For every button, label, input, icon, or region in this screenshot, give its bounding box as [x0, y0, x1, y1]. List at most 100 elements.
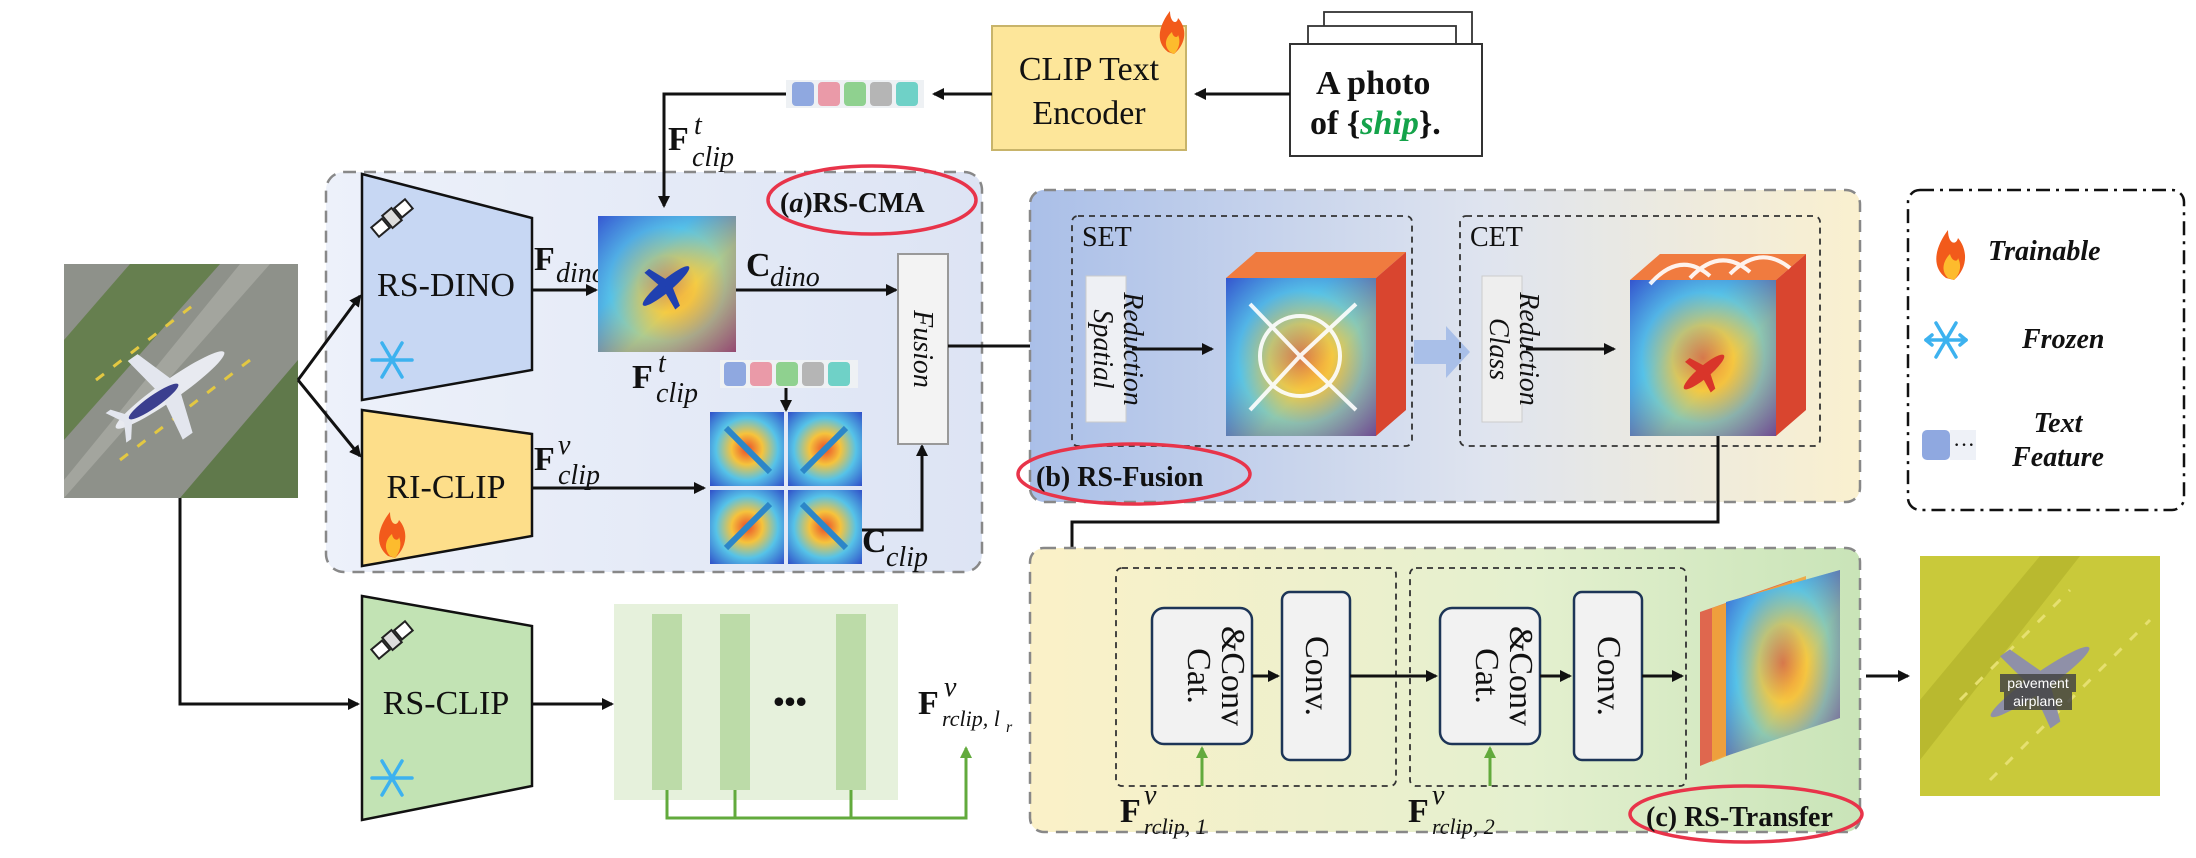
token: [724, 362, 746, 386]
f-v-rclip-2-label: F: [1408, 793, 1429, 830]
f-v-rclip-2-sup: v: [1432, 780, 1445, 811]
f-v-rclip-2-sub: rclip, 2: [1432, 814, 1495, 839]
rsclip-label: RS-CLIP: [383, 685, 510, 722]
transfer-stage-1: [1115, 567, 1397, 787]
f-dino-label: F: [534, 241, 555, 278]
f-dino-sub: dino: [556, 258, 606, 289]
f-t-clip-top-label: F: [668, 121, 689, 158]
rsclip-satellite-icon: [369, 619, 415, 661]
riclip-encoder: RI-CLIP: [360, 408, 534, 568]
prompt-line-1: A photo: [1316, 65, 1430, 102]
f-t-clip-mid-sub: clip: [656, 378, 698, 409]
rsdino-snowflake-icon: [370, 341, 414, 379]
legend-text-feature-bg: [1950, 430, 1976, 460]
text-tokens-top: [786, 80, 924, 108]
legend-text-feature-label-1: Text: [2034, 408, 2084, 439]
transfer-stage-2: [1409, 567, 1687, 787]
f-t-clip-mid-label: F: [632, 359, 653, 396]
legend-frozen-label: Frozen: [2021, 324, 2104, 355]
input-arrows: [178, 294, 362, 710]
f-t-clip-mid-sup: t: [658, 348, 667, 379]
output-tag-bg-2: [2004, 692, 2072, 710]
set-to-cet-arrow: [1414, 326, 1470, 378]
input-image: [64, 264, 298, 498]
text-prompt: A photo of {ship}.: [1289, 11, 1483, 157]
rsclip-snowflake-icon: [370, 759, 414, 797]
token: [802, 362, 824, 386]
rsdino-encoder: RS-DINO: [360, 172, 534, 402]
catconv-block-1: Cat. &Conv: [1150, 606, 1254, 746]
token: [844, 82, 866, 106]
text-path-arrows: [658, 88, 1290, 208]
token: [818, 82, 840, 106]
legend-trainable-label: Trainable: [1988, 236, 2101, 267]
feature-column: [720, 614, 750, 790]
set-title: SET: [1082, 222, 1132, 253]
class-reduction-block: [1481, 275, 1523, 423]
class-reduction-label-1: Class: [1483, 318, 1514, 380]
text-tokens-mid: [720, 360, 858, 388]
spatial-reduction-block: [1085, 275, 1127, 423]
clip-text-encoder: CLIP Text Encoder: [991, 11, 1187, 151]
legend-box: [1906, 188, 2186, 512]
legend-text-feature-dots: ···: [1953, 432, 1975, 457]
output-tag-1: pavement: [2007, 675, 2069, 691]
clip-text-encoder-label-2: Encoder: [1032, 95, 1146, 132]
output-image: pavement airplane: [1920, 556, 2160, 796]
catconv-2-label-1: Cat.: [1468, 648, 1505, 704]
conv-block-2: Conv.: [1572, 590, 1644, 762]
legend-snowflake-icon: [1924, 321, 1968, 359]
token: [828, 362, 850, 386]
rstransfer-label: (c) RS-Transfer: [1646, 802, 1833, 833]
token: [750, 362, 772, 386]
catconv-2-label-2: &Conv: [1502, 626, 1539, 726]
f-v-rclip-lr-label: F: [918, 685, 939, 722]
cet-title: CET: [1470, 222, 1523, 253]
clip-text-encoder-flame-icon: [1159, 11, 1185, 54]
f-v-rclip-1-label: F: [1120, 793, 1141, 830]
token: [776, 362, 798, 386]
set-box: [1071, 215, 1413, 447]
legend: Trainable Frozen ··· Text Feature: [1906, 188, 2186, 512]
rsdino-label: RS-DINO: [377, 267, 515, 304]
rscma-label: (a)RS-CMA: [780, 188, 925, 219]
f-v-rclip-lr-sup: v: [944, 672, 957, 703]
rstransfer-highlight: [1628, 784, 1864, 844]
rscma-highlight: [766, 164, 978, 236]
output-tag-bg-1: [2000, 674, 2076, 692]
rsclip-feature-stack: •••: [614, 604, 898, 800]
f-v-clip-sup: v: [558, 430, 571, 461]
cet-feature-cube: [1630, 254, 1806, 436]
legend-text-feature-label-2: Feature: [2011, 442, 2104, 473]
input-airplane: [105, 351, 225, 443]
feature-aggregate-line: [665, 746, 972, 820]
f-v-rclip-lr-sub: rclip, l: [942, 706, 1000, 731]
token: [870, 82, 892, 106]
clip-rotated-heatmaps: [710, 412, 862, 564]
feature-ellipsis: •••: [773, 683, 807, 719]
conv-block-1: Conv.: [1280, 590, 1352, 762]
output-tag-2: airplane: [2013, 693, 2063, 709]
f-v-clip-label: F: [534, 441, 555, 478]
transfer-output-maps: [1700, 570, 1840, 766]
riclip-label: RI-CLIP: [387, 469, 506, 506]
legend-flame-icon: [1936, 230, 1966, 280]
conv-2-label: Conv.: [1590, 636, 1627, 716]
spatial-reduction-label-1: Spatial: [1087, 309, 1118, 389]
dino-heatmap: [598, 216, 736, 352]
conv-1-label: Conv.: [1298, 636, 1335, 716]
feature-column: [652, 614, 682, 790]
f-t-clip-top-sup: t: [694, 110, 703, 141]
fusion-label: Fusion: [907, 309, 938, 388]
rsclip-encoder: RS-CLIP: [360, 594, 534, 822]
clip-text-encoder-label-1: CLIP Text: [1019, 51, 1160, 88]
c-clip-sub: clip: [886, 542, 928, 573]
c-dino-label: C: [746, 247, 771, 284]
catconv-block-2: Cat. &Conv: [1438, 606, 1542, 746]
riclip-flame-icon: [379, 512, 406, 558]
f-v-rclip-1-sup: v: [1144, 780, 1157, 811]
catconv-1-label-1: Cat.: [1180, 648, 1217, 704]
token: [792, 82, 814, 106]
token: [896, 82, 918, 106]
